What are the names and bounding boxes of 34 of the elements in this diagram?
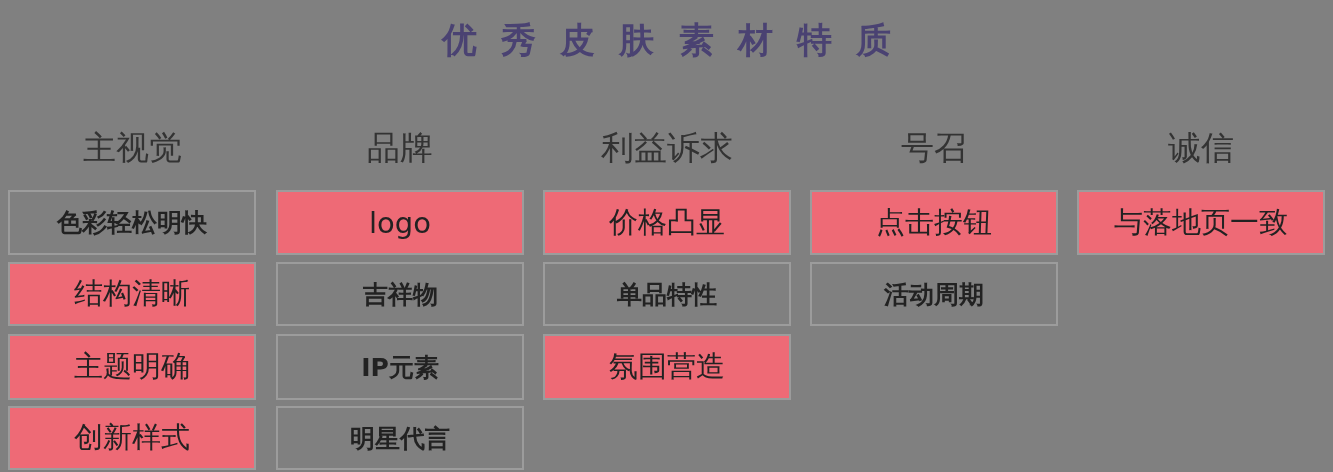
column-heading: 号召 xyxy=(901,128,967,167)
column-heading: 诚信 xyxy=(1168,128,1234,167)
item-text: 价格凸显 xyxy=(609,203,725,241)
highlighted-card xyxy=(276,190,524,255)
item-text: 创新样式 xyxy=(74,419,190,456)
item-text: 氛围营造 xyxy=(609,348,725,385)
item-text: 单品特性 xyxy=(617,278,717,311)
highlighted-card xyxy=(8,262,256,326)
highlighted-card xyxy=(8,406,256,470)
item-text: 主题明确 xyxy=(74,348,190,385)
column-heading: 利益诉求 xyxy=(601,128,733,167)
item-text: 色彩轻松明快 xyxy=(57,207,207,239)
item-card xyxy=(8,190,256,255)
highlighted-card xyxy=(8,334,256,400)
item-text: 吉祥物 xyxy=(362,278,438,311)
item-card xyxy=(276,262,524,326)
highlighted-card xyxy=(1077,190,1325,255)
highlighted-card xyxy=(543,190,791,255)
item-text: 结构清晰 xyxy=(74,275,190,312)
highlighted-card xyxy=(810,190,1058,255)
column-heading: 品牌 xyxy=(367,128,433,167)
item-text: logo xyxy=(369,205,431,240)
item-text: 点击按钮 xyxy=(876,203,992,241)
item-text: 与落地页一致 xyxy=(1114,203,1288,241)
column-heading: 主视觉 xyxy=(82,128,182,167)
item-card xyxy=(810,262,1058,326)
item-text: 活动周期 xyxy=(884,278,984,311)
item-text: 明星代言 xyxy=(350,422,450,455)
page-title: 优 秀 皮 肤 素 材 特 质 xyxy=(440,20,898,60)
item-card xyxy=(276,406,524,470)
item-card xyxy=(543,262,791,326)
item-card xyxy=(276,334,524,400)
highlighted-card xyxy=(543,334,791,400)
item-text: IP元素 xyxy=(361,351,439,384)
